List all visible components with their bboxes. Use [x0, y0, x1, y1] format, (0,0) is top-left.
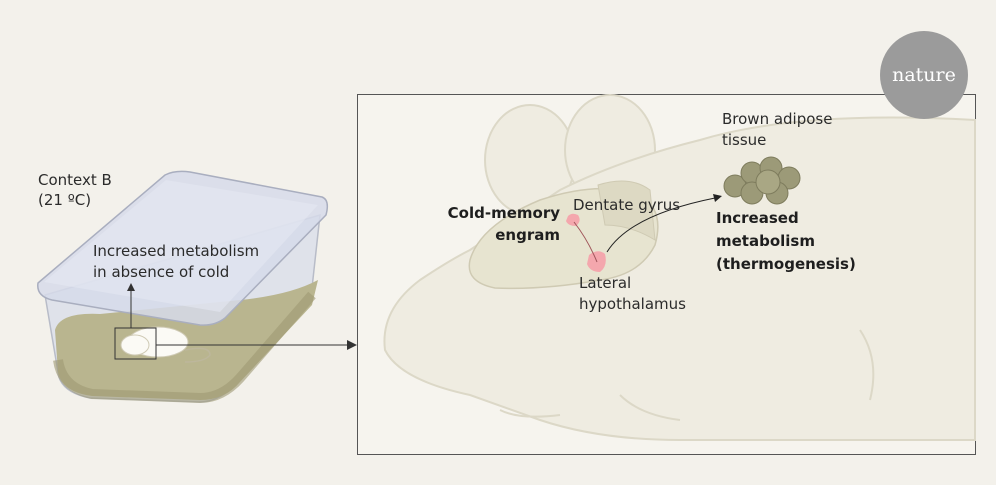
mouse-small [114, 326, 211, 363]
mouse-large-outline [383, 94, 976, 441]
brown-adipose-tissue [723, 156, 801, 205]
nature-logo [880, 31, 968, 119]
context-label: Context B(21 ºC) [38, 171, 112, 209]
dentate-gyrus-label: Dentate gyrus [573, 196, 680, 214]
brain [468, 180, 659, 290]
nature-logo-text: nature [892, 64, 956, 86]
arrow-to-bat [606, 197, 716, 253]
dentate-gyrus-region [566, 213, 580, 226]
